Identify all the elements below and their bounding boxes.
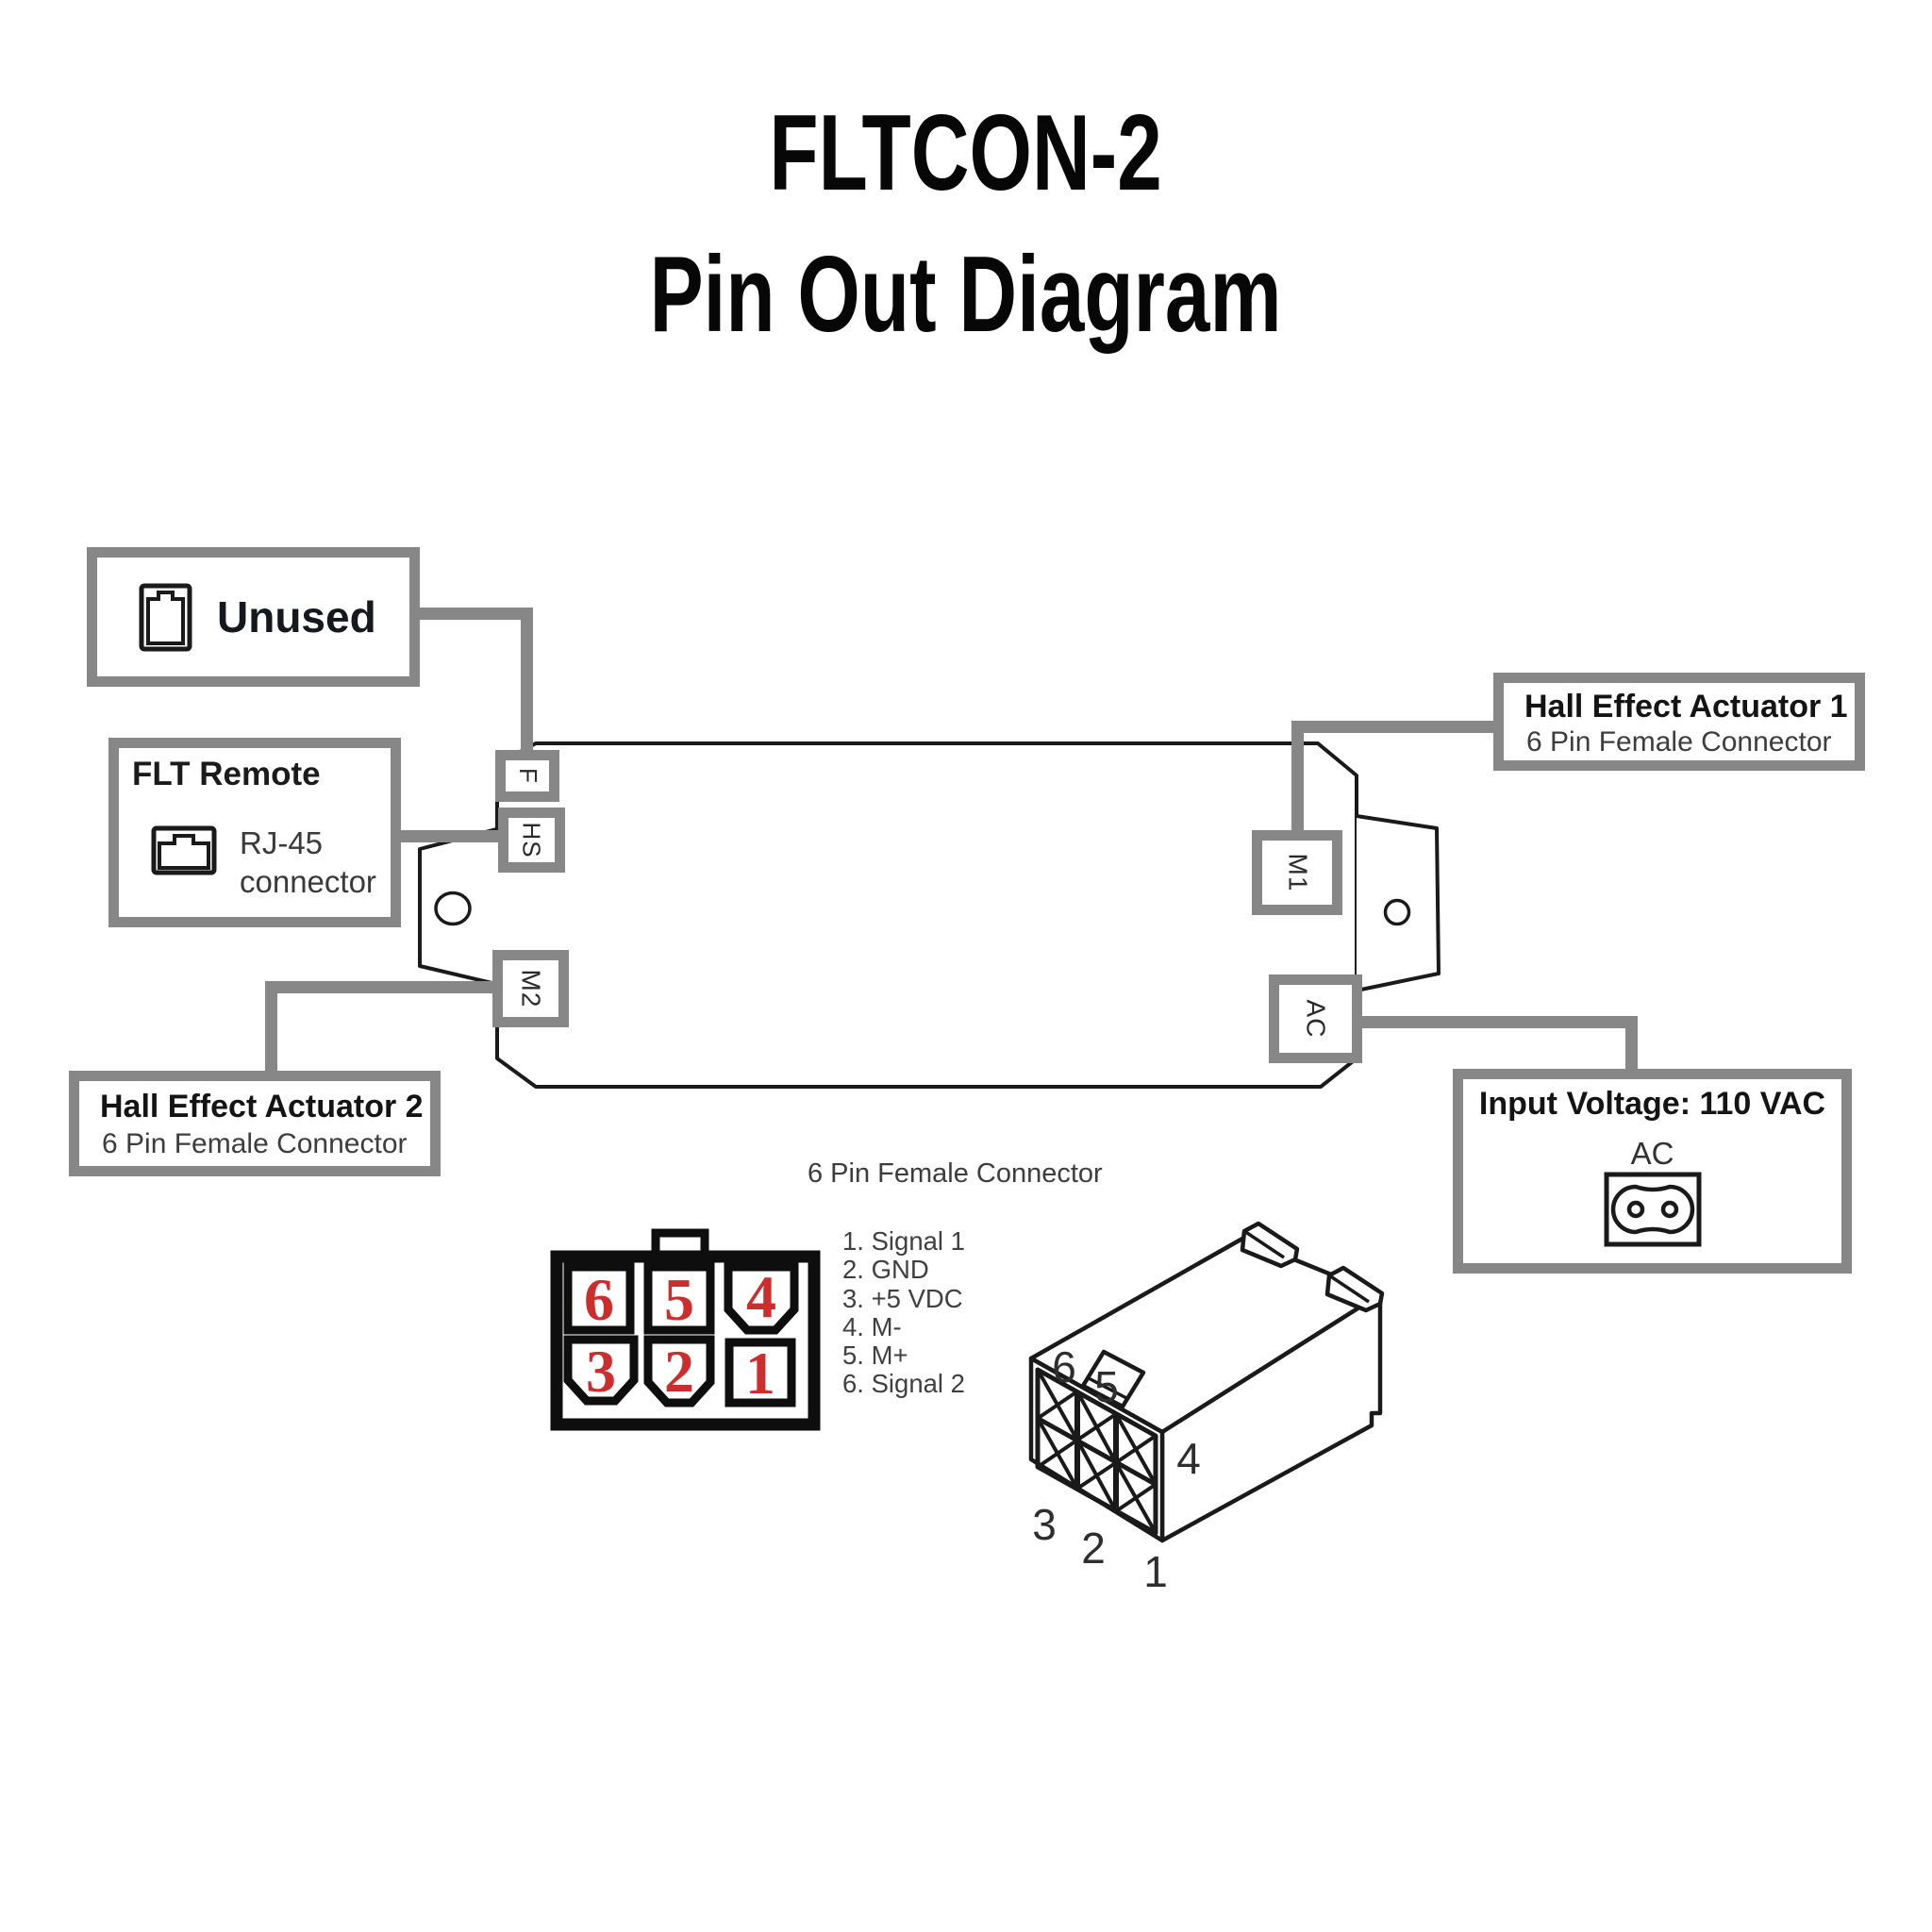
pinout-item-6: 6. Signal 2	[842, 1369, 965, 1399]
rj45-caption: RJ-45 connector	[240, 824, 376, 901]
hea1-subtitle: 6 Pin Female Connector	[1526, 726, 1832, 758]
wire-ac-horizontal	[1357, 1016, 1638, 1028]
face-pin4-cell	[724, 1262, 799, 1335]
mounting-hole-left	[434, 891, 472, 926]
iso-pin1-number: 1	[1143, 1547, 1168, 1596]
port-f-label: F	[513, 768, 542, 784]
connector-detail-heading: 6 Pin Female Connector	[808, 1158, 1103, 1189]
iso-front-latch	[1080, 1349, 1146, 1409]
port-m1-label: M1	[1283, 853, 1312, 892]
face-pin5-number: 5	[664, 1266, 694, 1333]
port-m1: M1	[1252, 830, 1342, 915]
face-pin1-number: 1	[745, 1340, 775, 1407]
connector-socket-icon	[139, 583, 192, 651]
face-pin2-cell	[643, 1335, 715, 1407]
pinout-item-1: 1. Signal 1	[842, 1226, 965, 1256]
unused-box: Unused	[87, 547, 420, 687]
input-voltage-ac-label: AC	[1630, 1136, 1674, 1171]
port-f: F	[495, 750, 559, 802]
port-m2-label: M2	[516, 969, 546, 1008]
face-pin6-cell	[563, 1262, 635, 1335]
wire-ac-vertical	[1625, 1016, 1638, 1074]
ac-inlet-icon	[1604, 1172, 1702, 1247]
wire-hea2-horizontal	[265, 981, 499, 993]
pinout-item-4: 4. M-	[842, 1311, 902, 1341]
wire-unused-horizontal	[415, 608, 533, 620]
face-pin3-cell	[563, 1335, 639, 1406]
face-pin5-cell	[643, 1262, 715, 1335]
hea1-box: Hall Effect Actuator 1 6 Pin Female Conn…	[1493, 673, 1865, 771]
connector-face-drawing: 6 5 4 3 2 1	[550, 1228, 821, 1431]
iso-pin6-number: 6	[1052, 1342, 1076, 1391]
pinout-item-5: 5. M+	[842, 1341, 908, 1371]
unused-label: Unused	[217, 592, 376, 641]
flt-remote-title: FLT Remote	[132, 756, 321, 792]
hea2-subtitle: 6 Pin Female Connector	[102, 1128, 408, 1159]
rj45-caption-line1: RJ-45	[240, 825, 324, 860]
mounting-hole-right	[1383, 898, 1411, 926]
wire-m1-vertical	[1291, 721, 1304, 836]
connector-3d-drawing: 6 5 4 3 2 1	[1028, 1221, 1385, 1596]
controller-outline	[495, 741, 1358, 1089]
iso-pin2-number: 2	[1081, 1524, 1106, 1573]
port-hs-label: HS	[518, 822, 546, 858]
port-ac-label: AC	[1301, 999, 1331, 1039]
pinout-list: 1. Signal 1 2. GND 3. +5 VDC 4. M- 5. M+…	[842, 1226, 965, 1399]
iso-pin3-number: 3	[1032, 1500, 1057, 1549]
title-line1: FLTCON-2	[769, 93, 1163, 213]
wire-hea2-vertical	[265, 981, 277, 1075]
face-pin4-number: 4	[746, 1263, 776, 1330]
port-ac: AC	[1269, 974, 1362, 1063]
input-voltage-title: Input Voltage: 110 VAC	[1478, 1086, 1826, 1122]
hea2-box: Hall Effect Actuator 2 6 Pin Female Conn…	[69, 1071, 441, 1176]
face-pin6-number: 6	[584, 1266, 614, 1333]
face-pin1-cell	[724, 1338, 796, 1407]
rj45-caption-line2: connector	[240, 864, 376, 899]
face-pin2-number: 2	[664, 1338, 694, 1405]
iso-pin5-number: 5	[1094, 1362, 1119, 1411]
rj45-icon	[151, 825, 217, 875]
port-m2: M2	[492, 950, 569, 1027]
hea2-title: Hall Effect Actuator 2	[100, 1089, 424, 1124]
pinout-item-3: 3. +5 VDC	[842, 1283, 963, 1313]
pinout-item-2: 2. GND	[842, 1255, 929, 1285]
page-title: FLTCON-2 Pin Out Diagram	[0, 83, 1932, 366]
wire-unused-vertical	[521, 608, 533, 758]
title-line2: Pin Out Diagram	[650, 235, 1282, 355]
wire-m1-horizontal	[1291, 721, 1501, 733]
face-pin3-number: 3	[586, 1338, 616, 1405]
port-hs: HS	[498, 808, 565, 873]
input-voltage-box: Input Voltage: 110 VAC AC	[1453, 1069, 1852, 1274]
iso-pin4-number: 4	[1176, 1434, 1201, 1483]
hea1-title: Hall Effect Actuator 1	[1524, 689, 1848, 724]
flt-remote-box: FLT Remote RJ-45 connector	[108, 738, 401, 927]
wire-flt-remote	[396, 830, 502, 842]
